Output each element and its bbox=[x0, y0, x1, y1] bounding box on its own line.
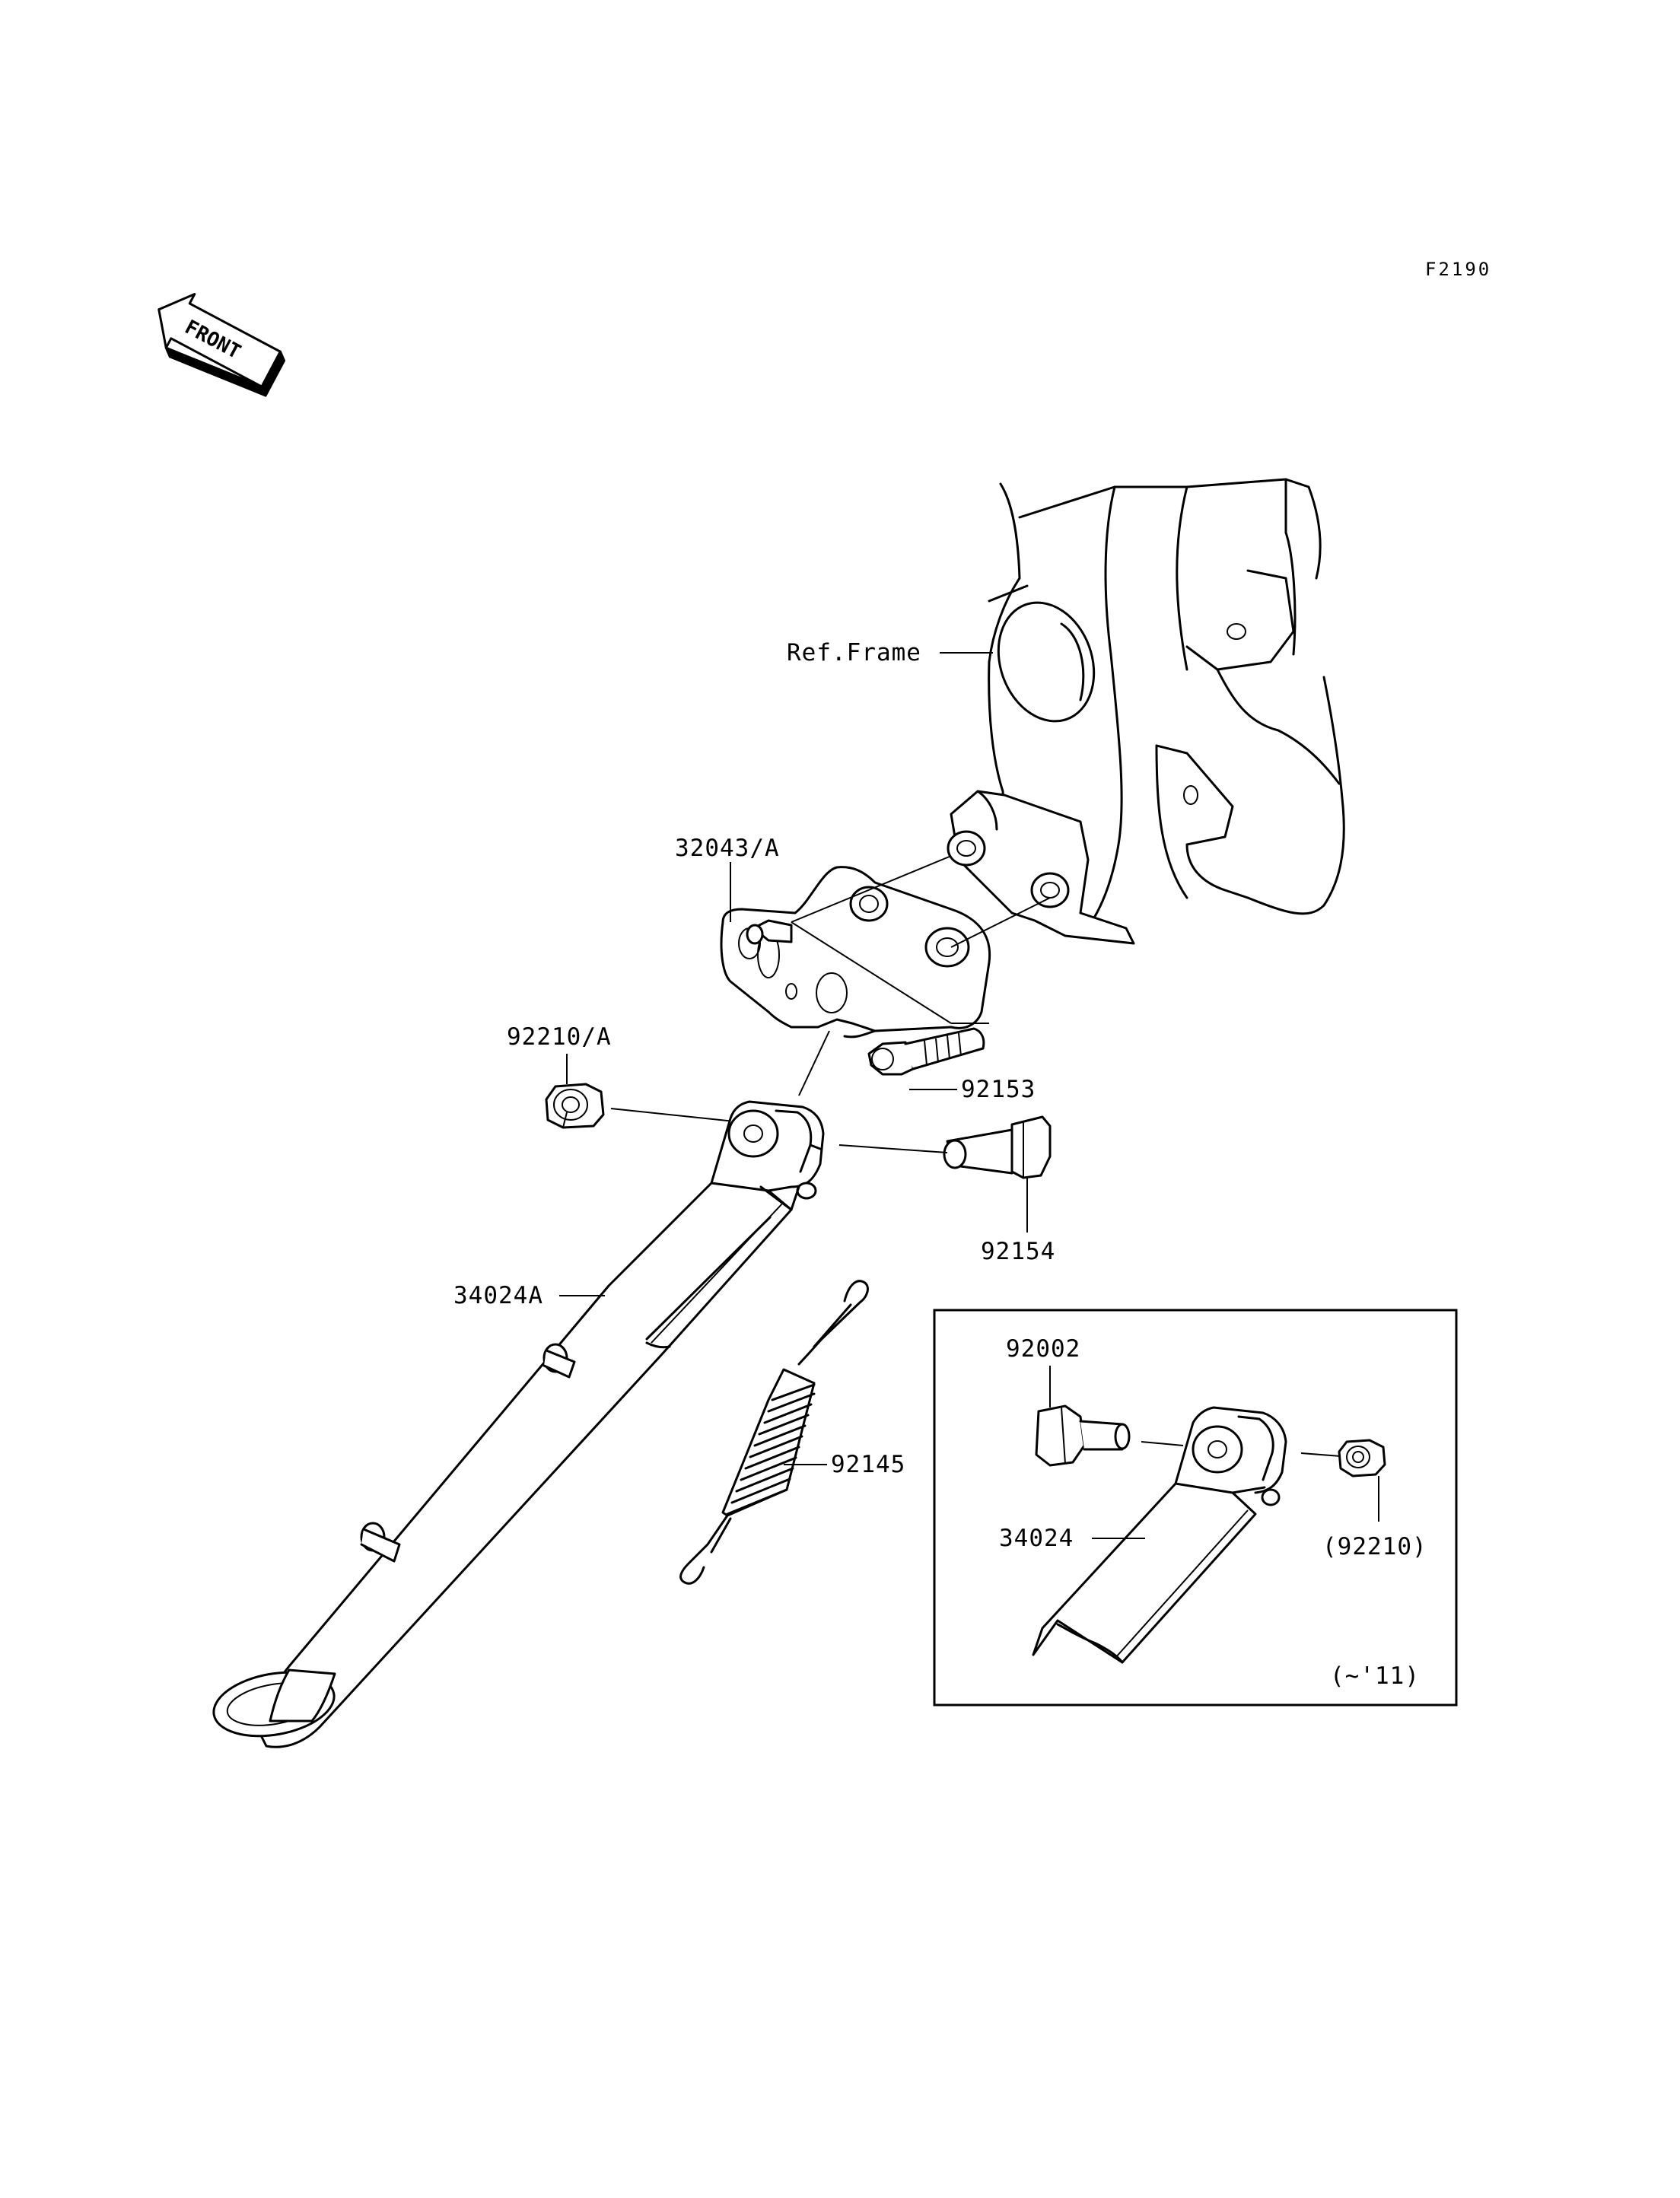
nut-92210a bbox=[545, 1083, 605, 1129]
stand-34024a-label: 34024A bbox=[453, 1282, 543, 1309]
stand-bracket bbox=[720, 866, 991, 1039]
figure-code: F2190 bbox=[1425, 259, 1491, 280]
ref-frame-label: Ref.Frame bbox=[787, 639, 921, 666]
inset-box: 92002 34024 (92210) (~'11) bbox=[933, 1309, 1458, 1707]
bolt-92154 bbox=[943, 1115, 1052, 1179]
bolt-92153-label: 92153 bbox=[961, 1076, 1036, 1103]
spring-92145 bbox=[679, 1280, 869, 1585]
front-direction-arrow-icon: FRONT bbox=[158, 293, 286, 397]
inset-stand-34024 bbox=[1032, 1406, 1287, 1664]
frame-reference bbox=[947, 478, 1345, 945]
bolt-92154-label: 92154 bbox=[981, 1238, 1055, 1265]
nut-92210a-label: 92210/A bbox=[507, 1023, 612, 1051]
bracket-label: 32043/A bbox=[675, 835, 780, 862]
inset-nut-label: (92210) bbox=[1322, 1533, 1427, 1560]
spring-92145-label: 92145 bbox=[831, 1451, 905, 1478]
inset-bolt-label: 92002 bbox=[1006, 1335, 1080, 1363]
inset-nut-92210 bbox=[1338, 1439, 1386, 1478]
inset-bolt-92002 bbox=[1035, 1404, 1131, 1467]
bolt-92153 bbox=[867, 1027, 985, 1076]
inset-stand-label: 34024 bbox=[999, 1525, 1074, 1552]
side-stand-34024a bbox=[212, 1100, 825, 1748]
inset-applicability-label: (~'11) bbox=[1330, 1662, 1420, 1690]
